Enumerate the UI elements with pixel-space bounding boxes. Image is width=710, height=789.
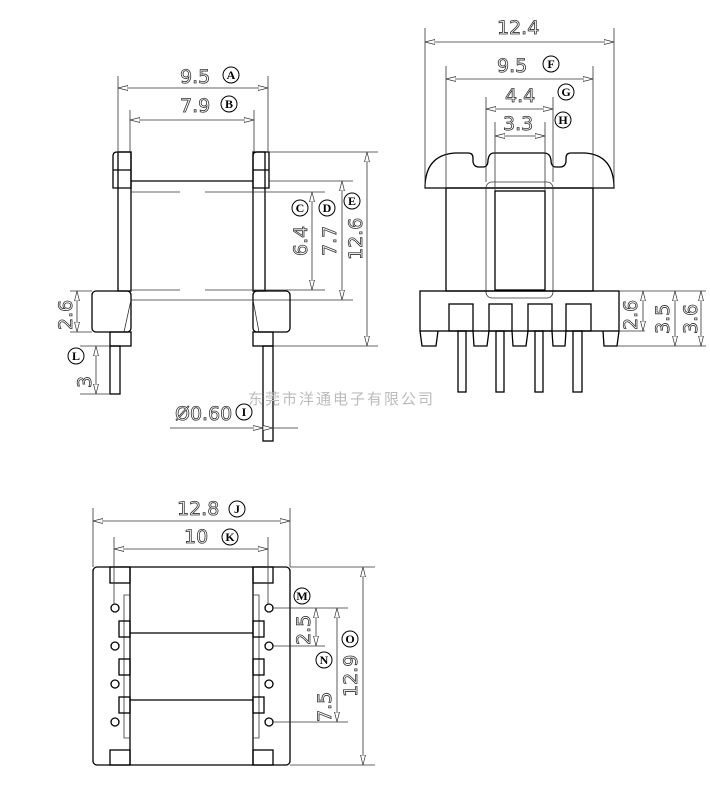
- dim-l-letter: L: [72, 349, 80, 363]
- dim-m-value: 2.5: [293, 615, 315, 645]
- bottom-outline: [92, 566, 291, 766]
- dim-a-value: 9.5: [180, 66, 210, 88]
- dim-g-value: 4.4: [505, 85, 535, 107]
- front-view: 12.4 9.5 F 4.4 G 3.3 H 2.6 3.5 3.6: [419, 17, 706, 393]
- bottom-view: 12.8 J 10 K 2.5 M 7.5 N 12.9 O: [92, 498, 375, 766]
- left-pin: [109, 345, 121, 395]
- dim-o-letter: O: [345, 632, 354, 646]
- dim-f-value: 9.5: [497, 55, 527, 77]
- dim-j-letter: J: [234, 502, 240, 516]
- dim-d-letter: D: [323, 201, 332, 215]
- left-post: [117, 151, 132, 292]
- watermark: 东莞市洋通电子有限公司: [248, 390, 435, 408]
- right-pin: [262, 345, 274, 442]
- dim-e-value: 12.6: [345, 218, 367, 260]
- dim-h1-value: 2.6: [620, 300, 642, 330]
- dim-m-letter: M: [296, 589, 307, 603]
- dim-b-value: 7.9: [180, 95, 210, 117]
- dim-k-letter: K: [225, 530, 235, 544]
- side-view: 9.5 A 7.9 B 6.4 C 7.7 D 12.6 E 2.6 3 L Ø…: [55, 66, 378, 442]
- dim-l-value: 3: [74, 376, 96, 388]
- base: [419, 290, 620, 332]
- dim-flange-value: 2.6: [55, 300, 77, 330]
- left-top-flange: [112, 151, 132, 189]
- dim-b-letter: B: [225, 97, 233, 111]
- top-cap: [424, 152, 615, 189]
- dim-i-letter: I: [242, 405, 247, 419]
- dim-h-letter: H: [558, 113, 568, 127]
- right-bottom-flange: [252, 290, 291, 333]
- pin-holes: [110, 603, 274, 727]
- dim-a-letter: A: [227, 68, 236, 82]
- core-window: [494, 190, 546, 291]
- right-top-flange: [252, 151, 270, 189]
- dim-i-value: Ø0.60: [175, 403, 232, 425]
- dim-d-value: 7.7: [319, 226, 341, 256]
- dim-c-letter: C: [296, 201, 305, 215]
- dim-n-value: 7.5: [314, 692, 336, 722]
- bobbin-body: [445, 187, 594, 292]
- dim-h3-value: 3.6: [680, 304, 702, 334]
- dim-f-letter: F: [547, 57, 554, 71]
- right-post: [252, 151, 266, 292]
- front-pins: [457, 330, 583, 393]
- dim-overall-value: 12.4: [497, 17, 539, 39]
- dim-n-letter: N: [320, 653, 329, 667]
- dim-c-value: 6.4: [290, 226, 312, 256]
- dim-o-value: 12.9: [340, 655, 362, 697]
- dim-h-value: 3.3: [503, 113, 533, 135]
- dim-g-letter: G: [561, 85, 570, 99]
- dim-j-value: 12.8: [177, 498, 219, 520]
- dim-e-letter: E: [348, 194, 356, 208]
- dim-k-value: 10: [184, 526, 208, 548]
- dim-h2-value: 3.5: [652, 304, 674, 334]
